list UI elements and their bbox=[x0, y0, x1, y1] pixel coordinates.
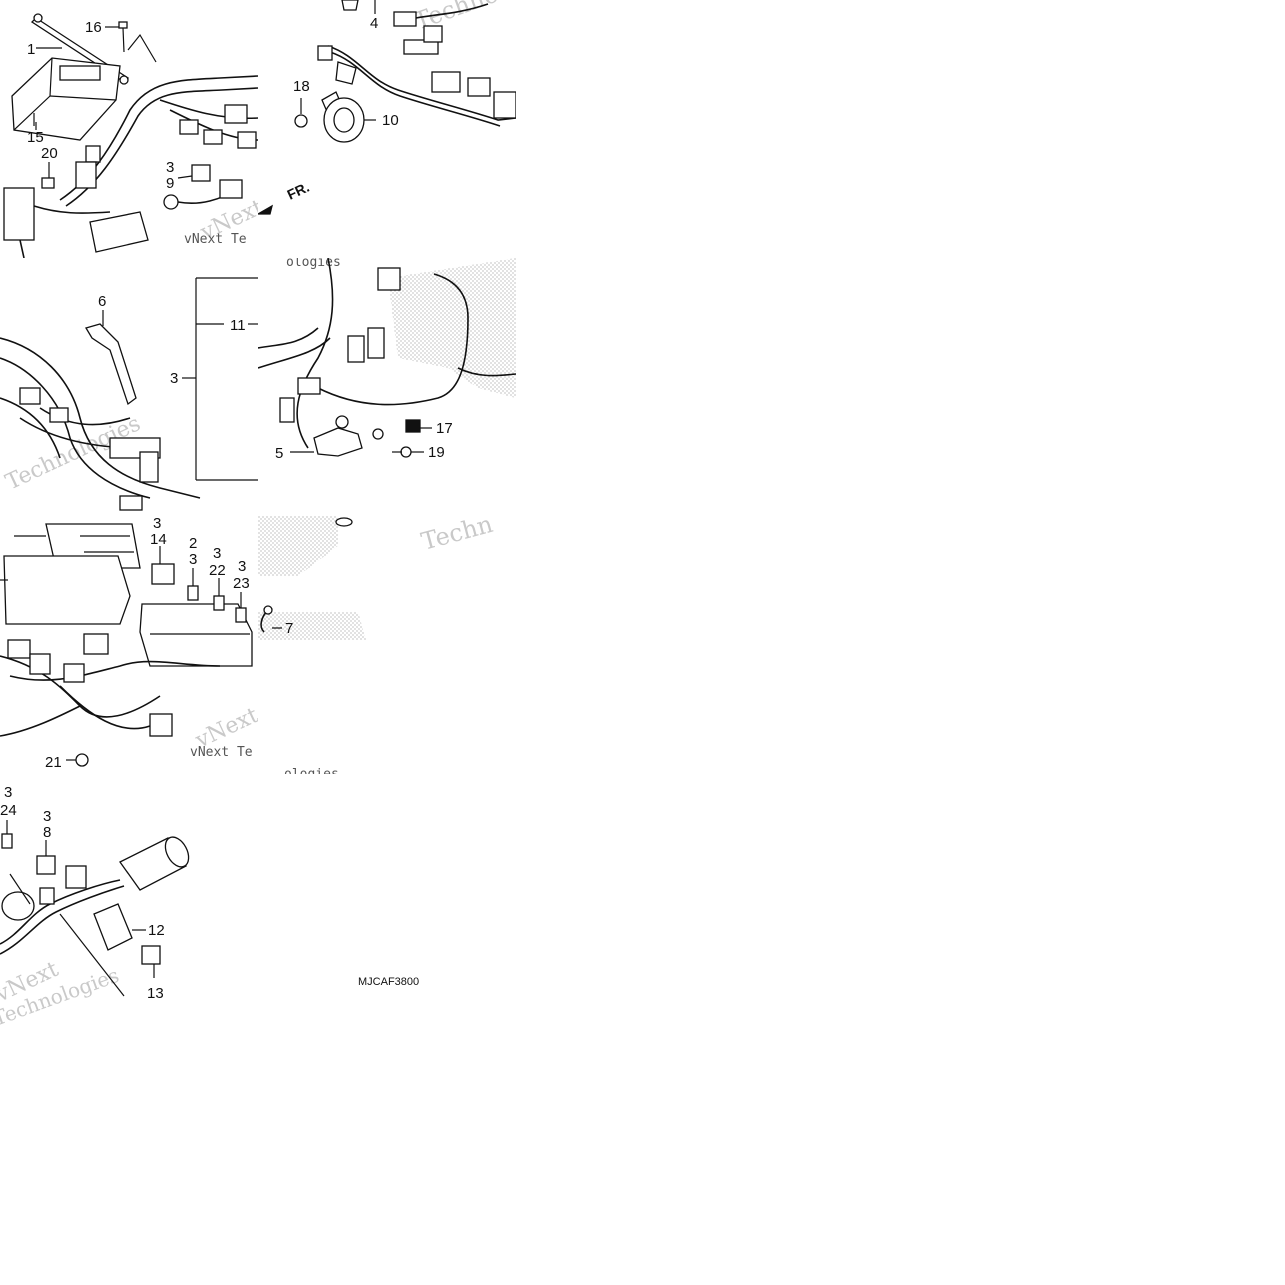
callout-3a: 3 bbox=[166, 159, 174, 176]
callout-5: 5 bbox=[275, 445, 283, 462]
callout-12: 12 bbox=[148, 922, 165, 939]
view-middle-left: Technologies 6 11 3 bbox=[0, 258, 258, 516]
relay-3 bbox=[191, 164, 211, 182]
watermark-vnext-te-2: vNext Te bbox=[190, 745, 253, 760]
callout-14: 14 bbox=[150, 531, 167, 548]
fuse-23 bbox=[235, 607, 247, 623]
callout-3g: 3 bbox=[4, 784, 12, 801]
fuse-box-base bbox=[3, 555, 131, 625]
callout-9: 9 bbox=[166, 175, 174, 192]
callout-4: 4 bbox=[370, 15, 378, 32]
main-harness-body bbox=[0, 337, 201, 499]
grommet-17 bbox=[405, 419, 421, 433]
callout-3e: 3 bbox=[213, 545, 221, 562]
view-bottom-left: vNext Technologies bbox=[0, 774, 258, 1032]
watermark-ologies-2: ologies bbox=[284, 767, 339, 774]
callout-11: 11 bbox=[230, 317, 246, 334]
bolt-21 bbox=[75, 753, 89, 767]
view-middle-middle: ologies bbox=[258, 258, 516, 516]
callout-17: 17 bbox=[436, 420, 453, 437]
callout-3b: 3 bbox=[170, 370, 178, 387]
connector-13 bbox=[141, 945, 161, 965]
callout-6: 6 bbox=[98, 293, 106, 310]
nut-18 bbox=[294, 114, 308, 128]
fuse-22 bbox=[213, 595, 225, 611]
callout-22: 22 bbox=[209, 562, 226, 579]
view-top-left: vNext vNext Te bbox=[0, 0, 258, 258]
bolt-16 bbox=[118, 21, 128, 29]
callout-2: 2 bbox=[189, 535, 197, 552]
callout-21: 21 bbox=[45, 754, 62, 771]
watermark-vnext-te: vNext Te bbox=[184, 232, 247, 247]
cover-6 bbox=[85, 323, 137, 406]
view-lower-middle: Techn ologies 7 bbox=[258, 516, 516, 774]
fuse-2-3 bbox=[187, 585, 199, 601]
fuse-24 bbox=[1, 833, 13, 849]
right-harness bbox=[317, 273, 469, 406]
callout-3h: 3 bbox=[43, 808, 51, 825]
callout-24: 24 bbox=[0, 802, 17, 819]
relay-block bbox=[139, 603, 253, 667]
watermark-techn: Techn bbox=[418, 516, 495, 556]
callout-23: 23 bbox=[233, 575, 250, 592]
callout-18: 18 bbox=[293, 78, 310, 95]
horn-harness bbox=[327, 45, 516, 121]
callout-15: 15 bbox=[27, 129, 44, 146]
bracket-5 bbox=[313, 427, 363, 457]
callout-19: 19 bbox=[428, 444, 445, 461]
callout-1: 1 bbox=[27, 41, 35, 58]
view-lower-left: vNext vNext Te bbox=[0, 516, 258, 774]
callout-3f: 3 bbox=[238, 558, 246, 575]
callout-7: 7 bbox=[285, 620, 293, 637]
callout-3c: 3 bbox=[153, 516, 161, 532]
connector-9 bbox=[163, 194, 179, 210]
bolt-20 bbox=[41, 177, 55, 189]
relay-14 bbox=[151, 563, 175, 585]
bolt-19 bbox=[400, 446, 412, 458]
callout-8: 8 bbox=[43, 824, 51, 841]
watermark-ologies: ologies bbox=[286, 258, 341, 270]
callout-13: 13 bbox=[147, 985, 164, 1002]
relay-8 bbox=[36, 855, 56, 875]
callout-20: 20 bbox=[41, 145, 58, 162]
front-label: FR. bbox=[285, 179, 312, 203]
callout-10: 10 bbox=[382, 112, 399, 129]
diagram-code: MJCAF3800 bbox=[358, 976, 420, 988]
callout-16: 16 bbox=[85, 19, 102, 36]
unit-12 bbox=[93, 903, 133, 951]
left-harness bbox=[296, 258, 334, 449]
callout-3d: 3 bbox=[189, 551, 197, 568]
view-top-middle: Technologies FR. 4 bbox=[258, 0, 516, 258]
